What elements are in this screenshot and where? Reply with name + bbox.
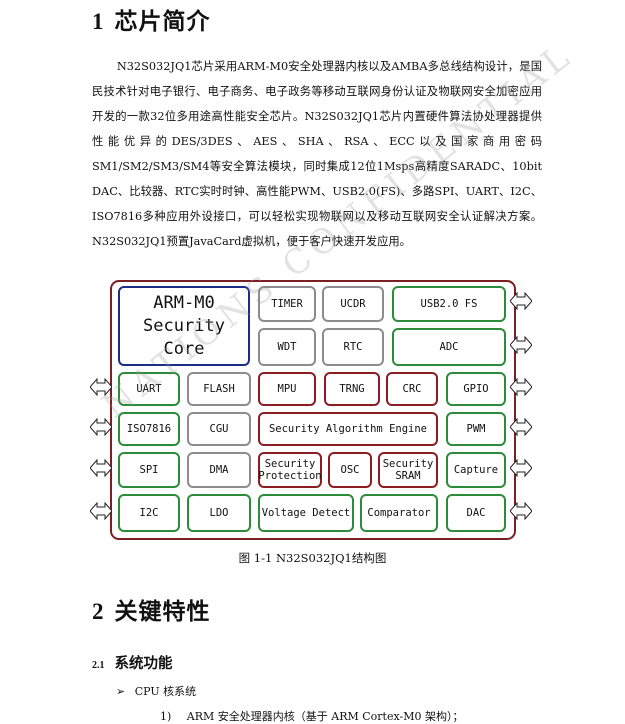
block-gpio: GPIO	[446, 372, 506, 406]
block-cgu: CGU	[187, 412, 251, 446]
block-dac: DAC	[446, 494, 506, 532]
bullet-cpu-system: ➢ CPU 核系统	[116, 683, 196, 699]
block-crc: CRC	[386, 372, 438, 406]
block-trng: TRNG	[324, 372, 380, 406]
block-timer: TIMER	[258, 286, 316, 322]
list-marker: 1)	[160, 710, 172, 723]
section-1-title: 芯片简介	[114, 9, 211, 35]
block-pwm: PWM	[446, 412, 506, 446]
double-arrow-icon-adc	[510, 336, 532, 354]
double-arrow-icon-dac	[510, 502, 532, 520]
block-adc: ADC	[392, 328, 506, 366]
block-diagram: ARM-M0 Security Core TIMER UCDR USB2.0 F…	[110, 280, 516, 540]
double-arrow-icon-uart	[90, 378, 112, 396]
section-2-title: 关键特性	[114, 599, 211, 625]
block-rtc: RTC	[322, 328, 384, 366]
section-2-number: 2	[92, 599, 105, 624]
block-flash: FLASH	[187, 372, 251, 406]
section-2-1-number: 2.1	[92, 660, 105, 671]
double-arrow-icon-gpio	[510, 378, 532, 396]
block-spi: SPI	[118, 452, 180, 488]
block-security-protection: Security Protection	[258, 452, 322, 488]
section-2-heading: 2 关键特性	[92, 592, 211, 626]
block-arm-core: ARM-M0 Security Core	[118, 286, 250, 366]
double-arrow-icon-usb	[510, 292, 532, 310]
block-security-sram: Security SRAM	[378, 452, 438, 488]
double-arrow-icon-pwm	[510, 418, 532, 436]
section-1-number: 1	[92, 9, 105, 34]
block-mpu: MPU	[258, 372, 316, 406]
figure-caption: 图 1-1 N32S032JQ1结构图	[238, 551, 387, 565]
intro-paragraph: N32S032JQ1芯片采用ARM-M0安全处理器内核以及AMBA多总线结构设计…	[92, 54, 542, 254]
block-comparator: Comparator	[360, 494, 438, 532]
block-capture: Capture	[446, 452, 506, 488]
block-usb: USB2.0 FS	[392, 286, 506, 322]
section-2-1-heading: 2.1 系统功能	[92, 652, 173, 673]
list-item-text: ARM 安全处理器内核（基于 ARM Cortex-M0 架构）；	[186, 710, 464, 723]
block-ucdr: UCDR	[322, 286, 384, 322]
bullet-arrow-icon: ➢	[116, 685, 126, 698]
intro-text: N32S032JQ1芯片采用ARM-M0安全处理器内核以及AMBA多总线结构设计…	[92, 60, 542, 248]
block-osc: OSC	[328, 452, 372, 488]
block-i2c: I2C	[118, 494, 180, 532]
double-arrow-icon-spi	[90, 459, 112, 477]
double-arrow-icon-i2c	[90, 502, 112, 520]
double-arrow-icon-iso7816	[90, 418, 112, 436]
section-2-1-title: 系统功能	[114, 656, 173, 672]
block-iso7816: ISO7816	[118, 412, 180, 446]
block-ldo: LDO	[187, 494, 251, 532]
block-dma: DMA	[187, 452, 251, 488]
block-voltage-detect: Voltage Detect	[258, 494, 354, 532]
double-arrow-icon-capture	[510, 459, 532, 477]
block-wdt: WDT	[258, 328, 316, 366]
list-item-1: 1) ARM 安全处理器内核（基于 ARM Cortex-M0 架构）；	[160, 708, 463, 724]
block-security-algorithm-engine: Security Algorithm Engine	[258, 412, 438, 446]
section-1-heading: 1 芯片简介	[92, 2, 211, 36]
bullet-text: CPU 核系统	[134, 685, 197, 698]
block-uart: UART	[118, 372, 180, 406]
